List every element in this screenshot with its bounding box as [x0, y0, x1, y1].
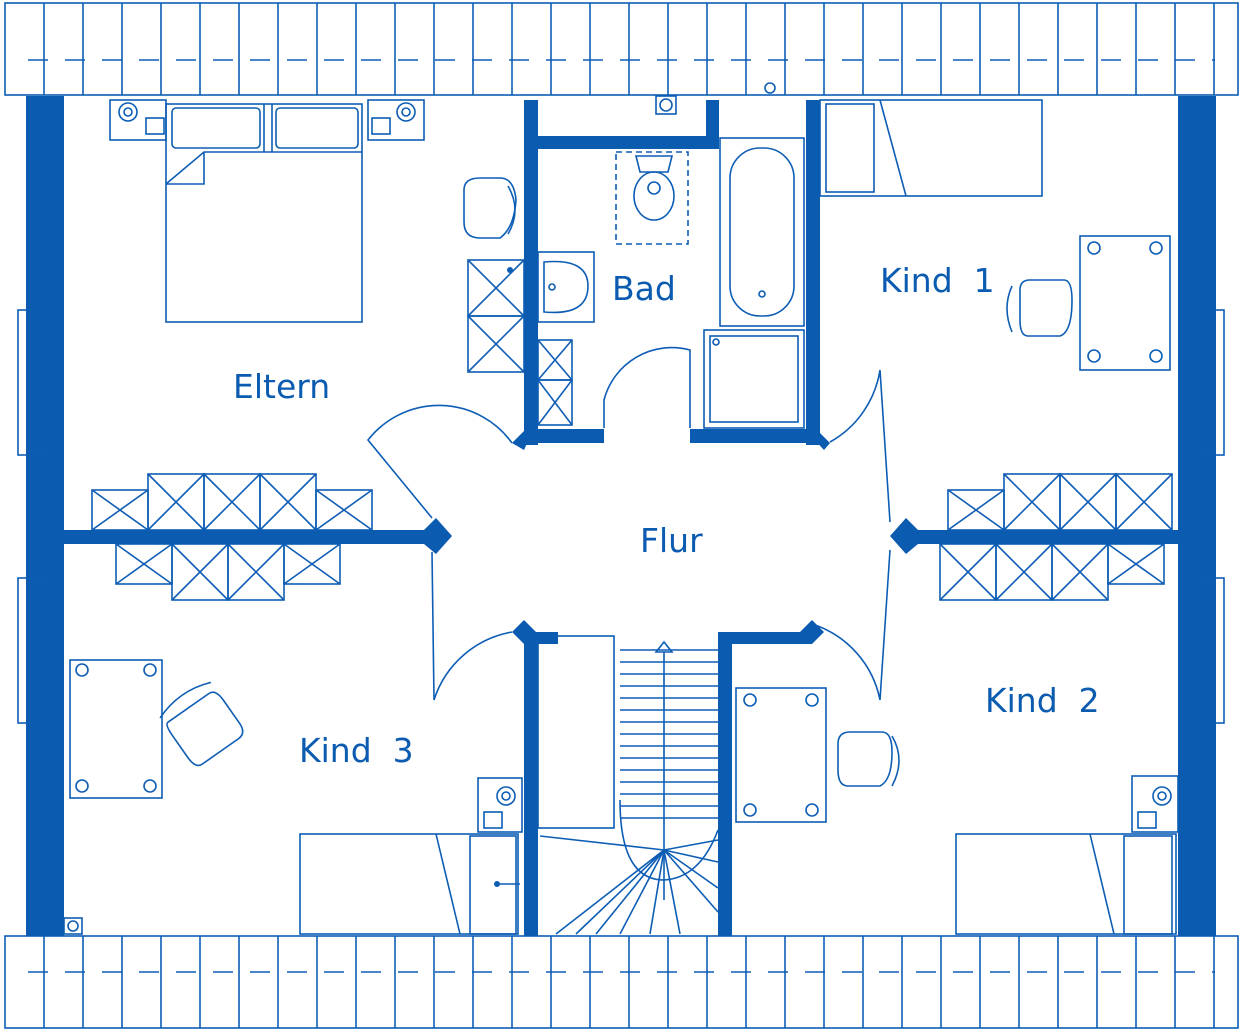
stair-tread — [595, 849, 665, 935]
wardrobe-box — [315, 489, 373, 531]
room-label-kind2: Kind 2 — [985, 681, 1100, 720]
room-labels: Eltern Bad Kind 1 Flur Kind 2 Kind 3 — [233, 261, 1100, 770]
windows — [17, 309, 1225, 724]
kind3-furniture — [63, 659, 523, 935]
stair-tread — [663, 849, 719, 863]
stair-tread — [663, 849, 719, 913]
wardrobe-cross — [259, 473, 317, 531]
room-label-flur: Flur — [640, 521, 703, 560]
stair-tread — [663, 839, 719, 851]
wardrobe-box — [1107, 543, 1165, 585]
stair-tread — [539, 835, 665, 851]
wardrobe-cross — [995, 543, 1053, 601]
stair-tread — [555, 849, 665, 935]
wardrobe-cross — [1003, 473, 1061, 531]
wardrobe-cross — [227, 543, 285, 601]
wardrobe-cross — [115, 543, 173, 585]
room-label-kind1: Kind 1 — [880, 261, 995, 300]
wardrobe-cross — [1051, 543, 1109, 601]
roof-top — [4, 2, 1239, 96]
doors — [366, 346, 891, 701]
bad-fixtures — [537, 82, 805, 429]
wardrobe-cross — [203, 473, 261, 531]
eltern-furniture — [109, 99, 525, 373]
exterior-walls — [26, 96, 1216, 936]
wardrobe-cross — [147, 473, 205, 531]
kind2-furniture — [735, 687, 1179, 935]
wardrobes — [91, 473, 1173, 601]
wardrobe-cross — [1107, 543, 1165, 585]
wardrobe-box — [283, 543, 341, 585]
stair-tread — [619, 849, 665, 935]
stair-tread — [663, 849, 681, 935]
roof-bottom — [4, 935, 1239, 1029]
staircase — [537, 635, 719, 935]
wardrobe-cross — [939, 543, 997, 601]
stair-tread — [575, 849, 665, 935]
wardrobe-cross — [91, 489, 149, 531]
wardrobe-cross — [283, 543, 341, 585]
wardrobe-cross — [315, 489, 373, 531]
kind1-furniture — [819, 99, 1171, 371]
stair-curve — [619, 799, 719, 881]
wardrobe-cross — [947, 489, 1005, 531]
room-label-eltern: Eltern — [233, 367, 330, 406]
stair-tread — [649, 849, 665, 935]
wardrobe-cross — [171, 543, 229, 601]
room-label-kind3: Kind 3 — [299, 731, 414, 770]
stair-tread — [663, 849, 719, 889]
wardrobe-cross — [1115, 473, 1173, 531]
wardrobe-box — [1115, 473, 1173, 531]
wardrobe-cross — [1059, 473, 1117, 531]
interior-walls — [64, 100, 1178, 936]
room-label-bad: Bad — [612, 269, 676, 308]
